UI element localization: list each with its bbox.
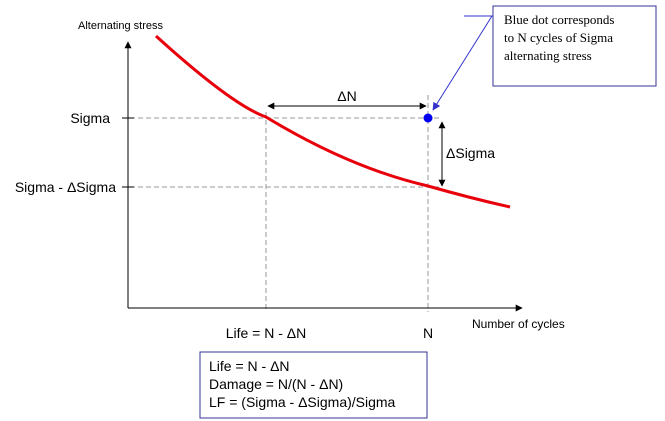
formula-box xyxy=(199,351,428,419)
formula-damage: Damage = N/(N - ΔN) xyxy=(209,376,343,392)
x-axis-label: Number of cycles xyxy=(472,317,565,331)
blue-dot xyxy=(423,113,433,123)
y-axis-label: Alternating stress xyxy=(78,20,163,32)
sigma-minus-label: Sigma - ΔSigma xyxy=(15,179,116,195)
callout-line-3: alternating stress xyxy=(504,48,592,63)
sigma-label: Sigma xyxy=(70,110,110,126)
delta-sigma-label: ΔSigma xyxy=(446,145,495,161)
callout-box xyxy=(492,5,657,87)
n-label: N xyxy=(423,325,433,341)
callout-leader-arrow xyxy=(432,15,493,111)
formula-lf: LF = (Sigma - ΔSigma)/Sigma xyxy=(209,394,396,410)
callout-line-2: to N cycles of Sigma xyxy=(504,30,613,45)
formula-life: Life = N - ΔN xyxy=(209,358,290,374)
sn-curve xyxy=(154,34,511,209)
delta-n-label: ΔN xyxy=(337,88,356,104)
callout-line-1: Blue dot corresponds xyxy=(504,12,614,27)
life-label: Life = N - ΔN xyxy=(226,325,307,341)
